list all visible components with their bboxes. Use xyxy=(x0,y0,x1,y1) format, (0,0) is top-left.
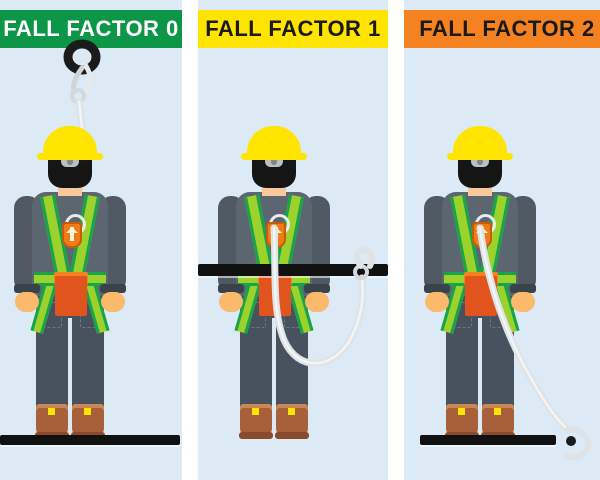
boot-tab-left xyxy=(458,408,465,415)
hard-hat-brim xyxy=(447,153,513,160)
worker-figure-0 xyxy=(10,126,160,446)
glove-left xyxy=(15,292,39,312)
boot-tab-right xyxy=(494,408,501,415)
hard-hat-brim xyxy=(37,153,103,160)
glove-right xyxy=(305,292,329,312)
leg-gap xyxy=(272,318,276,416)
hard-hat xyxy=(43,126,97,156)
scene-fall-factor-0 xyxy=(0,0,182,480)
cuff-left xyxy=(218,284,244,293)
ground-bar-2 xyxy=(420,435,556,445)
d-ring-plate xyxy=(62,222,82,248)
scene-fall-factor-2 xyxy=(404,0,600,480)
boot-tab-right xyxy=(288,408,295,415)
cuff-right xyxy=(510,284,536,293)
glove-right xyxy=(101,292,125,312)
boot-sole-left xyxy=(239,432,273,439)
banner-label: FALL FACTOR 0 xyxy=(3,16,179,41)
banner-label: FALL FACTOR 1 xyxy=(205,16,381,41)
cuff-left xyxy=(424,284,450,293)
scene-fall-factor-1 xyxy=(198,0,388,480)
panel-fall-factor-0: FALL FACTOR 0 xyxy=(0,0,182,480)
tool-belt xyxy=(55,276,87,316)
lanyard-and-hook-2 xyxy=(476,224,592,461)
boot-tab-right xyxy=(84,408,91,415)
glove-left xyxy=(219,292,243,312)
glove-left xyxy=(425,292,449,312)
helmet-adjuster-knob xyxy=(471,156,489,167)
cuff-right xyxy=(304,284,330,293)
leg-gap xyxy=(68,318,72,416)
helmet-adjuster-knob xyxy=(265,156,283,167)
boot-tab-left xyxy=(48,408,55,415)
d-ring-arrow-icon xyxy=(66,227,78,241)
glove-right xyxy=(511,292,535,312)
leg-gap xyxy=(478,318,482,416)
hard-hat-brim xyxy=(241,153,307,160)
banner-label: FALL FACTOR 2 xyxy=(419,16,595,41)
waist-rail-1 xyxy=(198,264,388,276)
helmet-adjuster-knob xyxy=(61,156,79,167)
cuff-right xyxy=(100,284,126,293)
lanyard-and-hook-1 xyxy=(270,224,375,367)
boot-sole-right xyxy=(275,432,309,439)
banner-fall-factor-0: FALL FACTOR 0 xyxy=(0,10,182,48)
panel-fall-factor-1: FALL FACTOR 1 xyxy=(198,0,388,480)
panel-fall-factor-2: FALL FACTOR 2 xyxy=(404,0,600,480)
banner-fall-factor-1: FALL FACTOR 1 xyxy=(198,10,388,48)
cuff-left xyxy=(14,284,40,293)
boot-tab-left xyxy=(252,408,259,415)
banner-fall-factor-2: FALL FACTOR 2 xyxy=(404,10,600,48)
platform-bar-0 xyxy=(0,435,180,445)
